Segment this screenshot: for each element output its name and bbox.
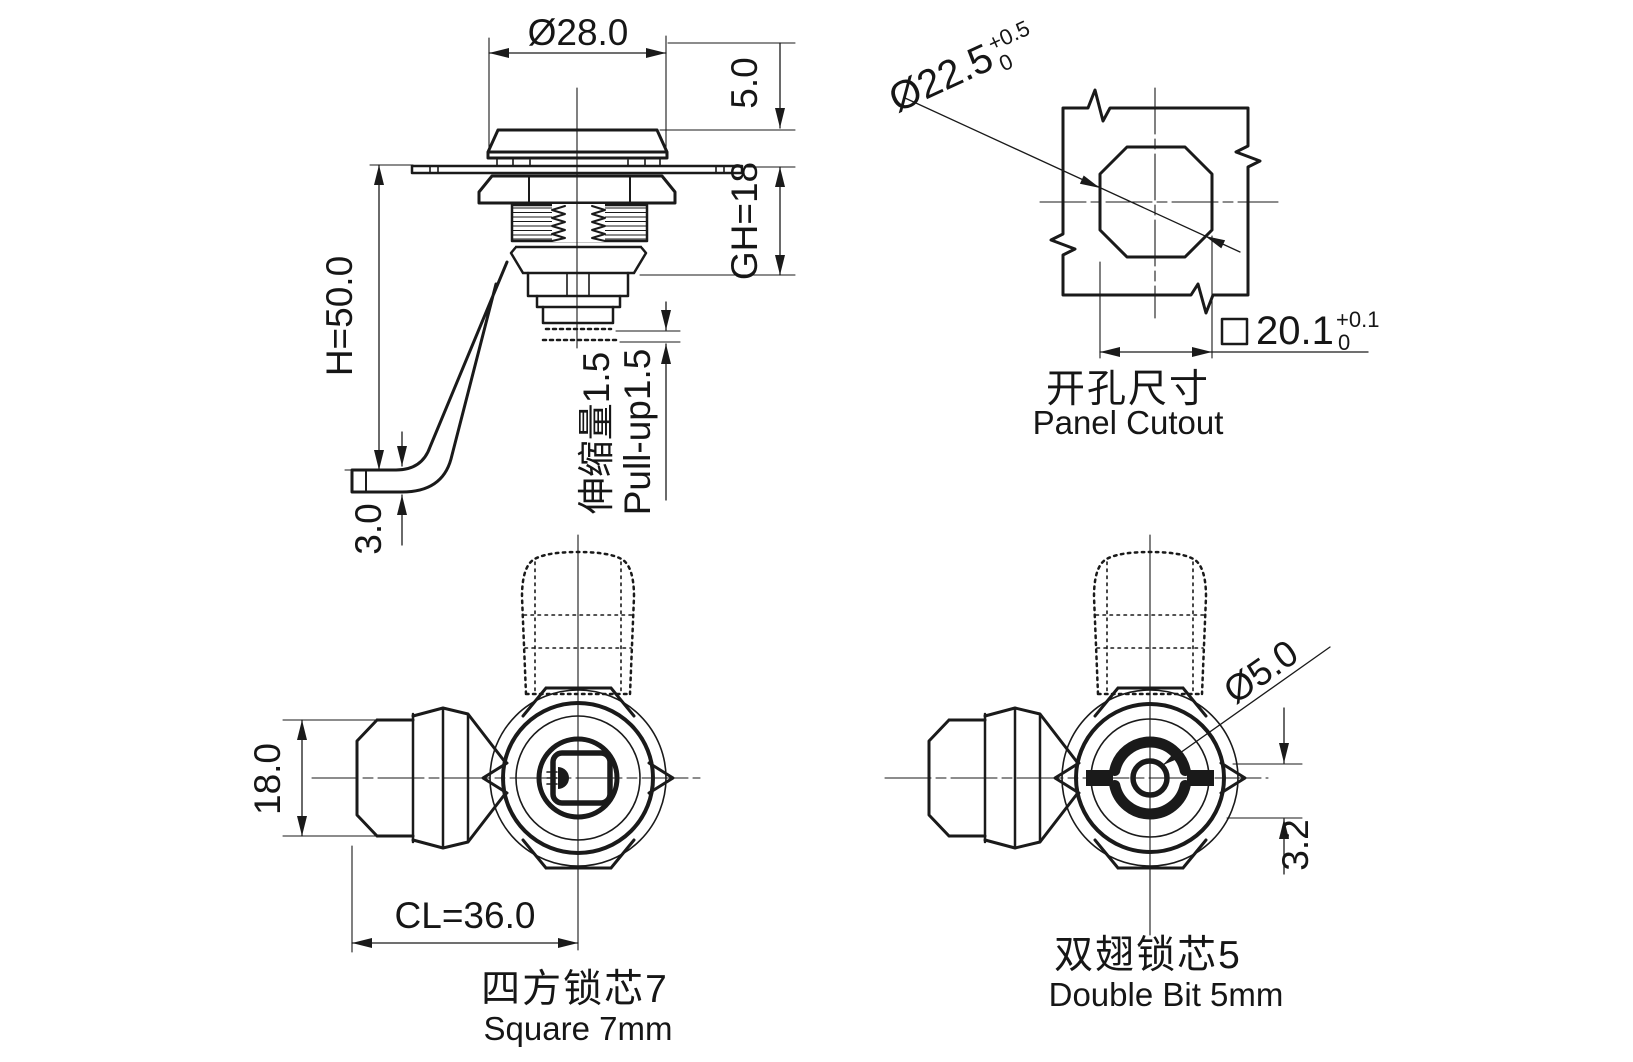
square-core-view: 18.0 CL=36.0 四方锁芯7 Square 7mm <box>247 534 701 1047</box>
panel-cutout-view: Ø22.5 +0.5 0 20.1 +0.1 0 开孔尺寸 Panel Cuto… <box>882 15 1379 441</box>
dim-hole-diameter: Ø22.5 <box>882 36 999 122</box>
cam-arm <box>983 706 1079 850</box>
spindle-block <box>526 271 630 298</box>
dim-cap-diameter: Ø28.0 <box>528 12 629 53</box>
cam-stack <box>541 305 615 325</box>
dim-pullup-cn: 伸缩量1.5 <box>576 352 617 514</box>
dim-head-height: 5.0 <box>724 57 765 108</box>
thread-body <box>510 203 649 243</box>
leader-arrow-lower <box>1205 236 1226 249</box>
dim-square-size: 20.1 <box>1256 309 1334 353</box>
dim-grip-height: GH=18 <box>724 162 765 280</box>
double-bit-title-en: Double Bit 5mm <box>1049 976 1284 1013</box>
square-core-title-cn: 四方锁芯7 <box>481 968 669 1011</box>
side-view: Ø28.0 5.0 GH=18 H=50.0 3.0 伸缩量1.5 Pull-u… <box>319 12 796 555</box>
double-bit-title-cn: 双翅锁芯5 <box>1054 934 1242 977</box>
square-core-title-en: Square 7mm <box>484 1010 673 1047</box>
dim-hole-tol-lower: 0 <box>995 48 1017 76</box>
collar <box>509 245 648 275</box>
dim-bit-offset: 3.2 <box>1275 819 1316 870</box>
dim-cam-thickness: 3.0 <box>348 503 389 554</box>
leader-pin-diameter <box>1162 646 1331 766</box>
spindle-block-lines <box>566 272 590 297</box>
thread-profile-right <box>591 205 606 242</box>
cam-arm <box>411 706 507 850</box>
dim-pullup-en: Pull-up1.5 <box>617 349 658 516</box>
dim-cam-height: 18.0 <box>247 743 288 815</box>
dim-ext-head <box>659 42 796 131</box>
thread-profile-left <box>551 205 566 242</box>
hole-diameter-label: Ø22.5 +0.5 0 <box>882 15 1034 122</box>
dim-total-height: H=50.0 <box>319 256 360 376</box>
dim-pin-diameter: Ø5.0 <box>1216 632 1305 712</box>
hex-nut <box>477 174 677 205</box>
key-inner-lines <box>523 561 633 693</box>
hex-nut-facets <box>528 175 631 204</box>
cutout-centerlines <box>1039 87 1279 319</box>
leader-arrow-pin <box>1163 749 1182 765</box>
dim-square-tol-lower: 0 <box>1338 330 1350 355</box>
key-inner-lines <box>1095 561 1205 693</box>
dim-ext-pullup <box>615 330 681 343</box>
leader-arrow-upper <box>1079 175 1100 188</box>
panel-outline <box>1049 88 1262 315</box>
dim-square-tol-upper: +0.1 <box>1336 307 1379 332</box>
spindle-step <box>535 294 622 309</box>
square-symbol-icon <box>1220 317 1249 346</box>
dim-cam-length: CL=36.0 <box>395 895 536 936</box>
cap-skirt <box>496 157 661 167</box>
flange-plate-slots <box>429 165 725 174</box>
dim-ext-bit-offset <box>1226 763 1303 819</box>
dim-hole-tol-upper: +0.5 <box>984 15 1034 56</box>
dim-ext-grip <box>639 166 796 276</box>
panel-cutout-title-en: Panel Cutout <box>1033 404 1224 441</box>
dim-ext-square <box>1099 235 1213 359</box>
cutout-hole <box>1098 145 1214 259</box>
cam-bracket <box>350 260 509 494</box>
panel-cutout-title-cn: 开孔尺寸 <box>1046 368 1210 411</box>
double-bit-view: Ø5.0 3.2 双翅锁芯5 Double Bit 5mm <box>884 534 1331 1013</box>
leader-hole-diameter <box>904 97 1241 253</box>
